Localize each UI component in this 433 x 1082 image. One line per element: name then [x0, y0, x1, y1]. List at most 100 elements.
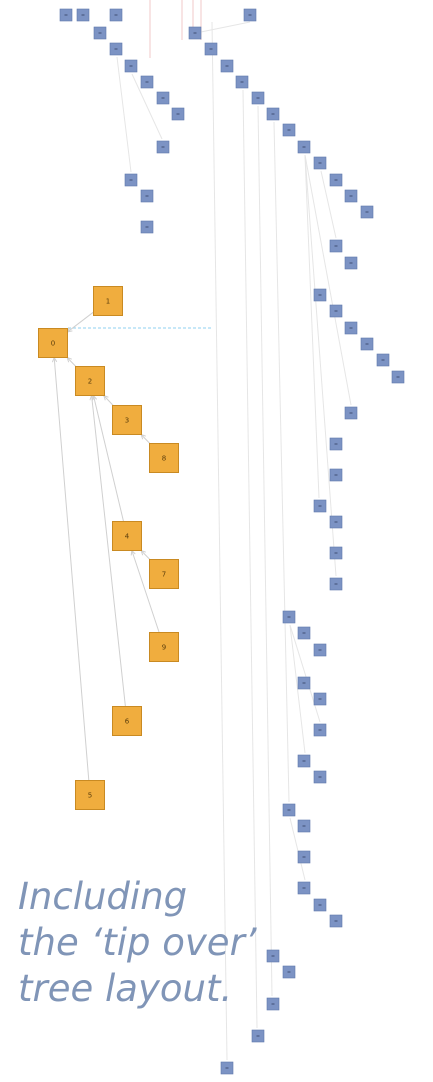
background-node-dot: [161, 146, 165, 148]
background-node-dot: [334, 920, 338, 922]
background-node-dot: [287, 616, 291, 618]
background-node-dot: [334, 583, 338, 585]
background-node-dot: [209, 48, 213, 50]
background-node-dot: [318, 904, 322, 906]
tree-node-label: 5: [88, 792, 92, 800]
background-node-dot: [302, 856, 306, 858]
background-edge: [116, 56, 132, 173]
tree-node-label: 3: [125, 417, 129, 425]
background-node-dot: [161, 97, 165, 99]
background-node-dot: [318, 729, 322, 731]
background-edge: [242, 89, 258, 1029]
tree-node-6[interactable]: 6: [112, 706, 142, 736]
background-node-dot: [145, 226, 149, 228]
tree-node-4[interactable]: 4: [112, 521, 142, 551]
background-node-dot: [302, 760, 306, 762]
background-node-dot: [240, 81, 244, 83]
background-edge: [131, 73, 163, 140]
background-node-dot: [334, 179, 338, 181]
tree-node-7[interactable]: 7: [149, 559, 179, 589]
background-tree-nodes: [59, 8, 405, 1075]
edge-4-2: [92, 395, 125, 522]
tree-node-1[interactable]: 1: [93, 286, 123, 316]
background-node-dot: [248, 14, 252, 16]
tree-node-8[interactable]: 8: [149, 443, 179, 473]
background-node-dot: [349, 327, 353, 329]
background-node-dot: [334, 443, 338, 445]
background-tree-edges: [116, 0, 352, 1061]
background-node-dot: [98, 32, 102, 34]
background-edge: [289, 817, 306, 881]
background-node-dot: [349, 262, 353, 264]
background-edge: [273, 121, 290, 803]
background-node-dot: [271, 955, 275, 957]
background-edge: [304, 154, 320, 499]
edge-1-0: [67, 311, 94, 333]
tree-node-label: 8: [162, 455, 166, 463]
tree-node-2[interactable]: 2: [75, 366, 105, 396]
edge-6-2: [91, 395, 126, 707]
background-node-dot: [287, 971, 291, 973]
tree-node-box: [112, 405, 142, 435]
background-edge: [289, 624, 306, 754]
background-node-dot: [193, 32, 197, 34]
tree-node-box: [93, 286, 123, 316]
background-edge: [304, 154, 352, 406]
tree-node-box: [112, 706, 142, 736]
caption: Including the ‘tip over’ tree layout.: [18, 874, 278, 1012]
background-node-dot: [145, 195, 149, 197]
background-node-dot: [271, 113, 275, 115]
background-node-dot: [81, 14, 85, 16]
background-node-dot: [349, 412, 353, 414]
background-node-dot: [302, 682, 306, 684]
background-node-dot: [318, 649, 322, 651]
tree-node-9[interactable]: 9: [149, 632, 179, 662]
background-node-dot: [334, 474, 338, 476]
background-edge: [320, 170, 337, 239]
edge-3-2: [103, 395, 114, 406]
background-node-dot: [114, 14, 118, 16]
tree-node-label: 0: [51, 340, 55, 348]
background-node-dot: [256, 97, 260, 99]
background-node-dot: [349, 195, 353, 197]
tree-node-box: [149, 632, 179, 662]
background-node-dot: [302, 146, 306, 148]
background-node-dot: [318, 505, 322, 507]
background-node-dot: [302, 632, 306, 634]
highlighted-tree-nodes: 0 1 2 3 4 5 6 7 8 9: [38, 286, 179, 810]
background-edge: [257, 105, 273, 997]
background-node-dot: [145, 81, 149, 83]
background-node-dot: [396, 376, 400, 378]
background-node-dot: [129, 65, 133, 67]
background-node-dot: [114, 48, 118, 50]
background-node-dot: [334, 310, 338, 312]
edge-2-0: [66, 357, 77, 367]
tree-node-label: 1: [106, 298, 110, 306]
background-edge: [304, 154, 337, 577]
tree-node-0[interactable]: 0: [38, 328, 68, 358]
tree-node-box: [112, 521, 142, 551]
highlighted-tree-edges: [51, 311, 212, 781]
tree-node-label: 2: [88, 378, 92, 386]
tree-node-label: 7: [162, 571, 166, 579]
tree-node-label: 4: [125, 533, 130, 541]
tree-node-box: [75, 366, 105, 396]
tree-node-box: [38, 328, 68, 358]
caption-line-1: Including: [18, 875, 188, 918]
background-node-dot: [365, 343, 369, 345]
caption-line-3: tree layout.: [18, 967, 233, 1010]
background-edge: [211, 21, 228, 1061]
tree-node-3[interactable]: 3: [112, 405, 142, 435]
tree-node-label: 9: [162, 644, 166, 652]
background-node-dot: [302, 887, 306, 889]
tree-node-box: [149, 443, 179, 473]
tree-node-box: [75, 780, 105, 810]
tree-node-5[interactable]: 5: [75, 780, 105, 810]
background-edge: [195, 21, 251, 34]
background-node-dot: [287, 129, 291, 131]
background-node-dot: [318, 162, 322, 164]
background-node-dot: [271, 1003, 275, 1005]
background-node-dot: [318, 294, 322, 296]
background-node-dot: [129, 179, 133, 181]
